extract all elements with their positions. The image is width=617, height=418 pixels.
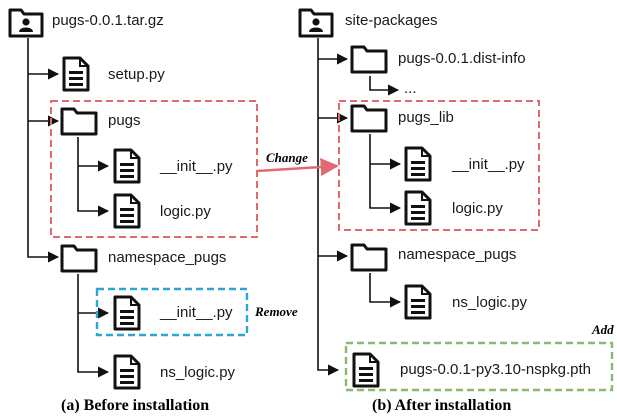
left-ns-init-label: __init__.py bbox=[160, 304, 233, 321]
right-distinfo-child bbox=[369, 76, 400, 96]
document-icon bbox=[404, 190, 432, 226]
left-root-label: pugs-0.0.1.tar.gz bbox=[52, 12, 164, 29]
right-pkg-trunk bbox=[369, 134, 402, 214]
add-box bbox=[344, 341, 614, 392]
right-caption: (b) After installation bbox=[372, 397, 512, 414]
folder-icon bbox=[350, 104, 388, 133]
right-distinfo-label: pugs-0.0.1.dist-info bbox=[398, 50, 526, 67]
right-ns-label: namespace_pugs bbox=[398, 246, 517, 263]
right-pkg-logic-label: logic.py bbox=[452, 200, 503, 217]
right-pkg-label: pugs_lib bbox=[398, 109, 454, 126]
folder-icon bbox=[60, 244, 98, 273]
folder-icon bbox=[350, 45, 388, 74]
left-pkg-label: pugs bbox=[108, 112, 141, 129]
change-box-right bbox=[338, 100, 540, 231]
document-icon bbox=[113, 354, 141, 390]
folder-icon bbox=[60, 107, 98, 136]
add-annotation: Add bbox=[592, 322, 614, 337]
left-setup-label: setup.py bbox=[108, 66, 165, 83]
right-ns-logic-label: ns_logic.py bbox=[452, 294, 528, 311]
user-folder-icon bbox=[8, 8, 44, 38]
document-icon bbox=[352, 352, 380, 388]
left-pkg-logic-label: logic.py bbox=[160, 203, 211, 220]
document-icon bbox=[404, 284, 432, 320]
left-caption: (a) Before installation bbox=[61, 397, 210, 414]
change-annotation: Change bbox=[266, 150, 308, 165]
change-arrow bbox=[256, 157, 339, 177]
remove-box bbox=[95, 287, 249, 337]
user-folder-icon bbox=[298, 8, 334, 38]
right-ellipsis-label: ... bbox=[404, 80, 417, 97]
document-icon bbox=[113, 193, 141, 229]
right-pth-label: pugs-0.0.1-py3.10-nspkg.pth bbox=[400, 361, 591, 378]
right-trunk-line bbox=[317, 38, 340, 376]
right-pkg-init-label: __init__.py bbox=[452, 156, 525, 173]
left-ns-logic-label: ns_logic.py bbox=[160, 364, 236, 381]
document-icon bbox=[404, 146, 432, 182]
right-ns-trunk bbox=[369, 273, 402, 308]
left-pkg-init-label: __init__.py bbox=[160, 158, 233, 175]
left-ns-trunk bbox=[77, 274, 110, 378]
change-box-left bbox=[50, 100, 258, 238]
left-ns-label: namespace_pugs bbox=[108, 249, 227, 266]
left-pkg-trunk bbox=[77, 137, 110, 217]
folder-icon bbox=[350, 243, 388, 272]
remove-annotation: Remove bbox=[255, 304, 298, 319]
document-icon bbox=[62, 56, 90, 92]
document-icon bbox=[113, 148, 141, 184]
right-root-label: site-packages bbox=[345, 12, 438, 29]
document-icon bbox=[113, 295, 141, 331]
left-trunk-line bbox=[27, 38, 60, 263]
